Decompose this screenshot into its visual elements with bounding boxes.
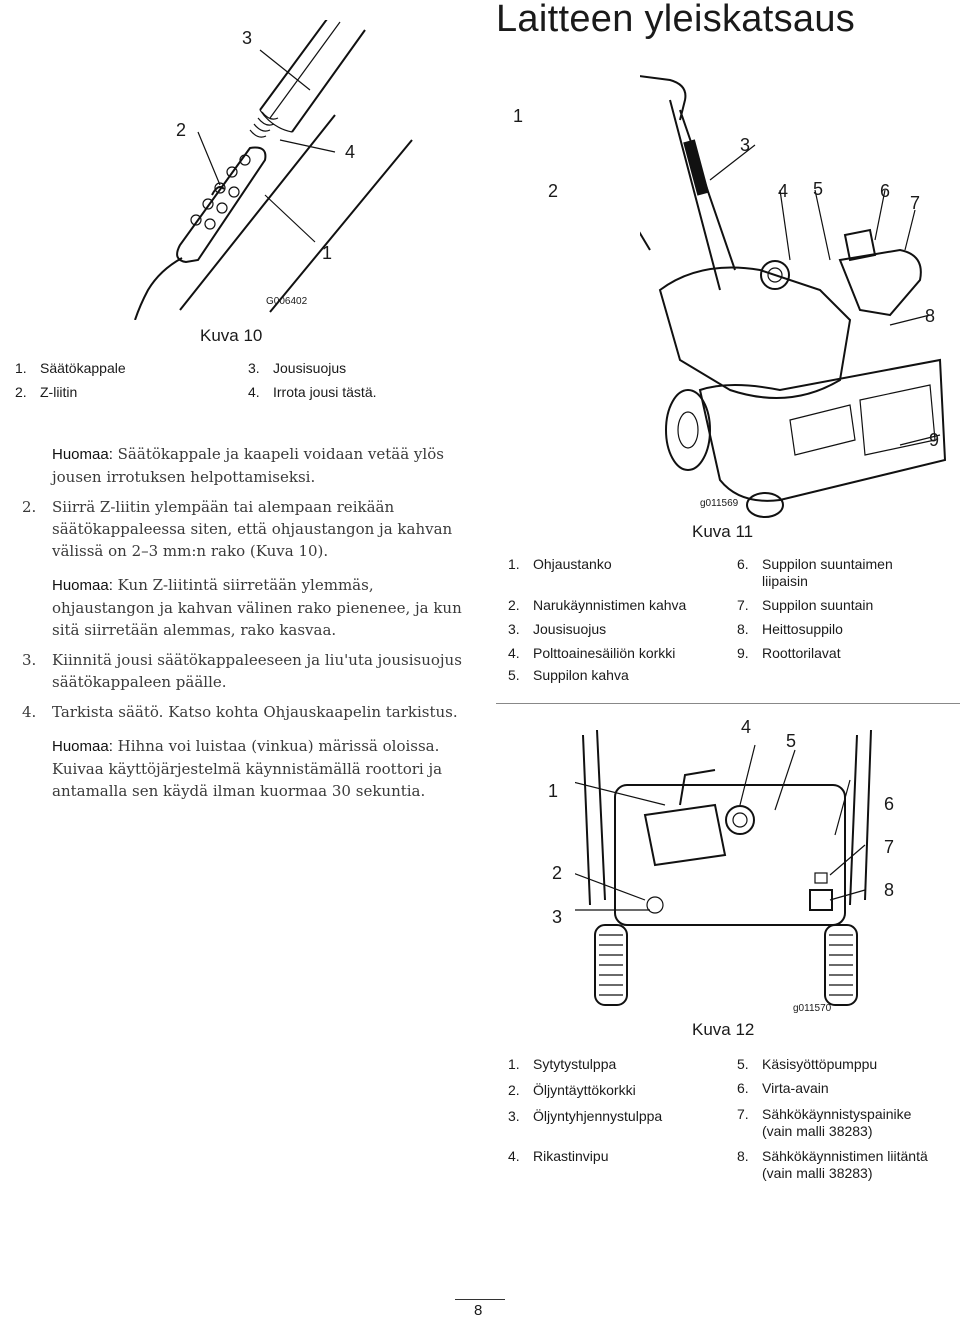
fig12-legend-6: 6.Virta-avain bbox=[737, 1080, 829, 1096]
fig11-callout-2: 2 bbox=[548, 181, 559, 201]
fig11-callout-5: 5 bbox=[813, 179, 824, 199]
fig12-legend-5: 5.Käsisyöttöpumppu bbox=[737, 1056, 878, 1072]
fig11-callout-4: 4 bbox=[778, 181, 789, 201]
fig11-legend-2: 2.Narukäynnistimen kahva bbox=[508, 597, 687, 613]
fig10-callout-3: 3 bbox=[242, 28, 253, 48]
note-2: Huomaa: Kun Z-liitintä siirretään ylemmä… bbox=[52, 576, 462, 639]
fig11-legend-3: 3.Jousisuojus bbox=[508, 621, 607, 637]
fig11-legend-6: 6.Suppilon suuntaimen liipaisin bbox=[737, 556, 893, 589]
fig10-legend-4: 4.Irrota jousi tästä. bbox=[248, 384, 377, 400]
figure-11-caption: Kuva 11 bbox=[692, 522, 754, 541]
fig11-legend-4: 4.Polttoainesäiliön korkki bbox=[508, 645, 676, 661]
figure-11 bbox=[542, 60, 960, 520]
fig12-legend-2: 2.Öljyntäyttökorkki bbox=[508, 1082, 636, 1098]
fig10-callout-1: 1 bbox=[322, 243, 333, 263]
fig11-callout-8: 8 bbox=[925, 306, 936, 326]
fig12-legend-4: 4.Rikastinvipu bbox=[508, 1148, 609, 1164]
figure-10-illustration bbox=[134, 14, 413, 321]
fig12-callout-6: 6 bbox=[884, 794, 895, 814]
fig10-legend-3: 3.Jousisuojus bbox=[248, 360, 347, 376]
figure-12-illustration bbox=[564, 729, 872, 1006]
page-number: 8 bbox=[474, 1302, 483, 1319]
fig12-callout-3: 3 bbox=[552, 907, 563, 927]
fig12-legend-8: 8.Sähkökäynnistimen liitäntä (vain malli… bbox=[737, 1148, 928, 1181]
fig11-legend-1: 1.Ohjaustanko bbox=[508, 556, 612, 572]
fig12-callout-2: 2 bbox=[552, 863, 563, 883]
figure-12 bbox=[564, 725, 880, 1010]
fig10-legend-1: 1.Säätökappale bbox=[15, 360, 126, 376]
fig12-legend-7: 7.Sähkökäynnistyspainike (vain malli 382… bbox=[737, 1106, 912, 1139]
fig11-legend-7: 7.Suppilon suuntain bbox=[737, 597, 874, 613]
figure-12-caption: Kuva 12 bbox=[692, 1020, 755, 1039]
fig12-legend-1: 1.Sytytystulppa bbox=[508, 1056, 617, 1072]
fig11-callout-7: 7 bbox=[910, 193, 921, 213]
fig12-legend-3: 3.Öljyntyhjennystulppa bbox=[508, 1108, 663, 1124]
separator-rule bbox=[496, 703, 960, 704]
figure-10 bbox=[120, 14, 450, 321]
step-3: 3.Kiinnitä jousi säätökappaleeseen ja li… bbox=[22, 651, 462, 691]
fig11-callout-6: 6 bbox=[880, 181, 891, 201]
fig11-legend-5: 5.Suppilon kahva bbox=[508, 667, 629, 683]
fig11-callout-1: 1 bbox=[513, 106, 524, 126]
figure-12-code: g011570 bbox=[793, 1003, 832, 1014]
fig10-callout-2: 2 bbox=[176, 120, 187, 140]
fig11-legend-9: 9.Roottorilavat bbox=[737, 645, 841, 661]
step-4: 4.Tarkista säätö. Katso kohta Ohjauskaap… bbox=[22, 703, 458, 721]
note-3: Huomaa: Hihna voi luistaa (vinkua) märis… bbox=[52, 737, 443, 800]
figure-11-illustration bbox=[542, 63, 947, 518]
step-2: 2.Siirrä Z-liitin ylempään tai alempaan … bbox=[22, 498, 453, 560]
fig10-legend-2: 2.Z-liitin bbox=[15, 384, 78, 400]
figure-10-code: G006402 bbox=[266, 296, 308, 307]
figure-11-code: g011569 bbox=[700, 498, 739, 509]
fig10-callout-4: 4 bbox=[345, 142, 356, 162]
fig11-callout-9: 9 bbox=[929, 430, 940, 450]
fig12-callout-8: 8 bbox=[884, 880, 895, 900]
page-number-rule bbox=[455, 1299, 505, 1300]
fig12-callout-7: 7 bbox=[884, 837, 895, 857]
page-title: Laitteen yleiskatsaus bbox=[496, 0, 856, 40]
fig12-callout-1: 1 bbox=[548, 781, 559, 801]
fig12-callout-4: 4 bbox=[741, 717, 752, 737]
fig11-callout-3: 3 bbox=[740, 135, 751, 155]
figure-10-caption: Kuva 10 bbox=[200, 326, 263, 345]
note-1: Huomaa: Säätökappale ja kaapeli voidaan … bbox=[52, 445, 444, 486]
fig12-callout-5: 5 bbox=[786, 731, 797, 751]
fig11-legend-8: 8.Heittosuppilo bbox=[737, 621, 843, 637]
